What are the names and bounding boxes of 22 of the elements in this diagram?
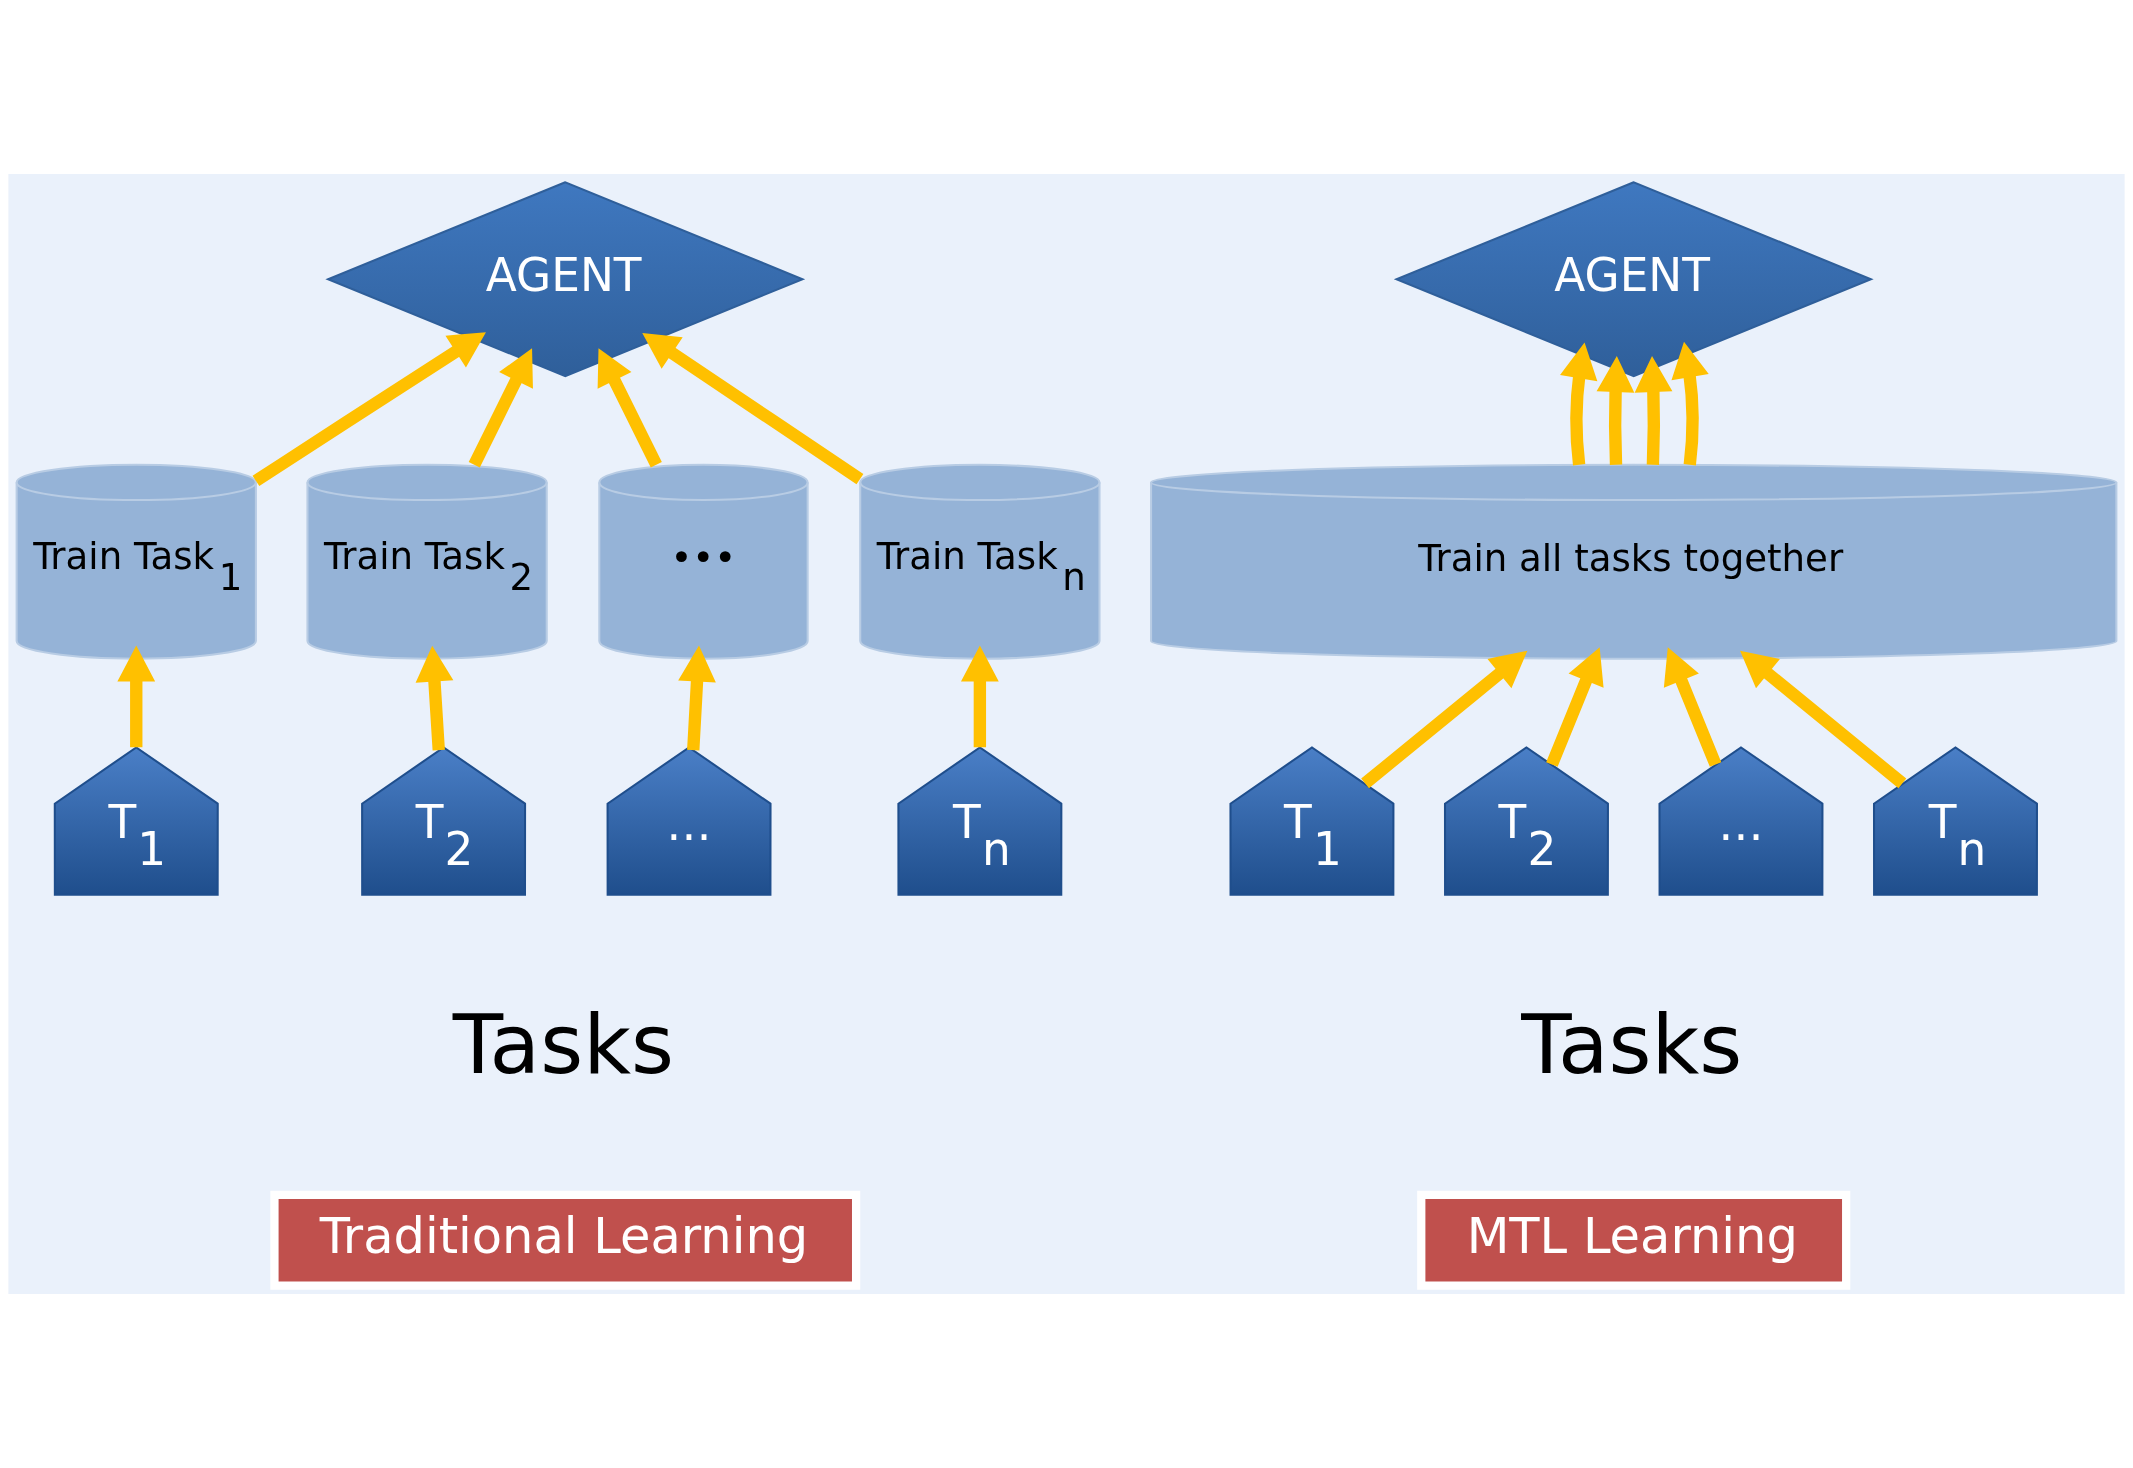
arrow: [960, 645, 999, 748]
arrow: [1546, 647, 1604, 767]
arrow: [1560, 342, 1598, 466]
arrow: [415, 645, 454, 751]
arrow: [1361, 650, 1528, 789]
label: Tasks: [452, 996, 674, 1093]
node-box: Traditional Learning: [270, 1190, 861, 1290]
arrow: [468, 348, 533, 468]
arrow: [117, 645, 156, 748]
arrow: [1663, 647, 1722, 767]
arrow: [1634, 356, 1673, 465]
node-diamond: AGENT: [325, 181, 806, 378]
arrow: [678, 645, 716, 751]
arrow: [642, 332, 864, 485]
node-diamond: AGENT: [1393, 181, 1874, 378]
label: Tasks: [1521, 996, 1743, 1093]
node-box: MTL Learning: [1417, 1190, 1851, 1290]
arrow: [1671, 341, 1709, 466]
arrow: [1596, 356, 1635, 465]
arrow: [252, 332, 486, 487]
arrow: [1740, 650, 1907, 789]
arrow: [597, 348, 662, 468]
